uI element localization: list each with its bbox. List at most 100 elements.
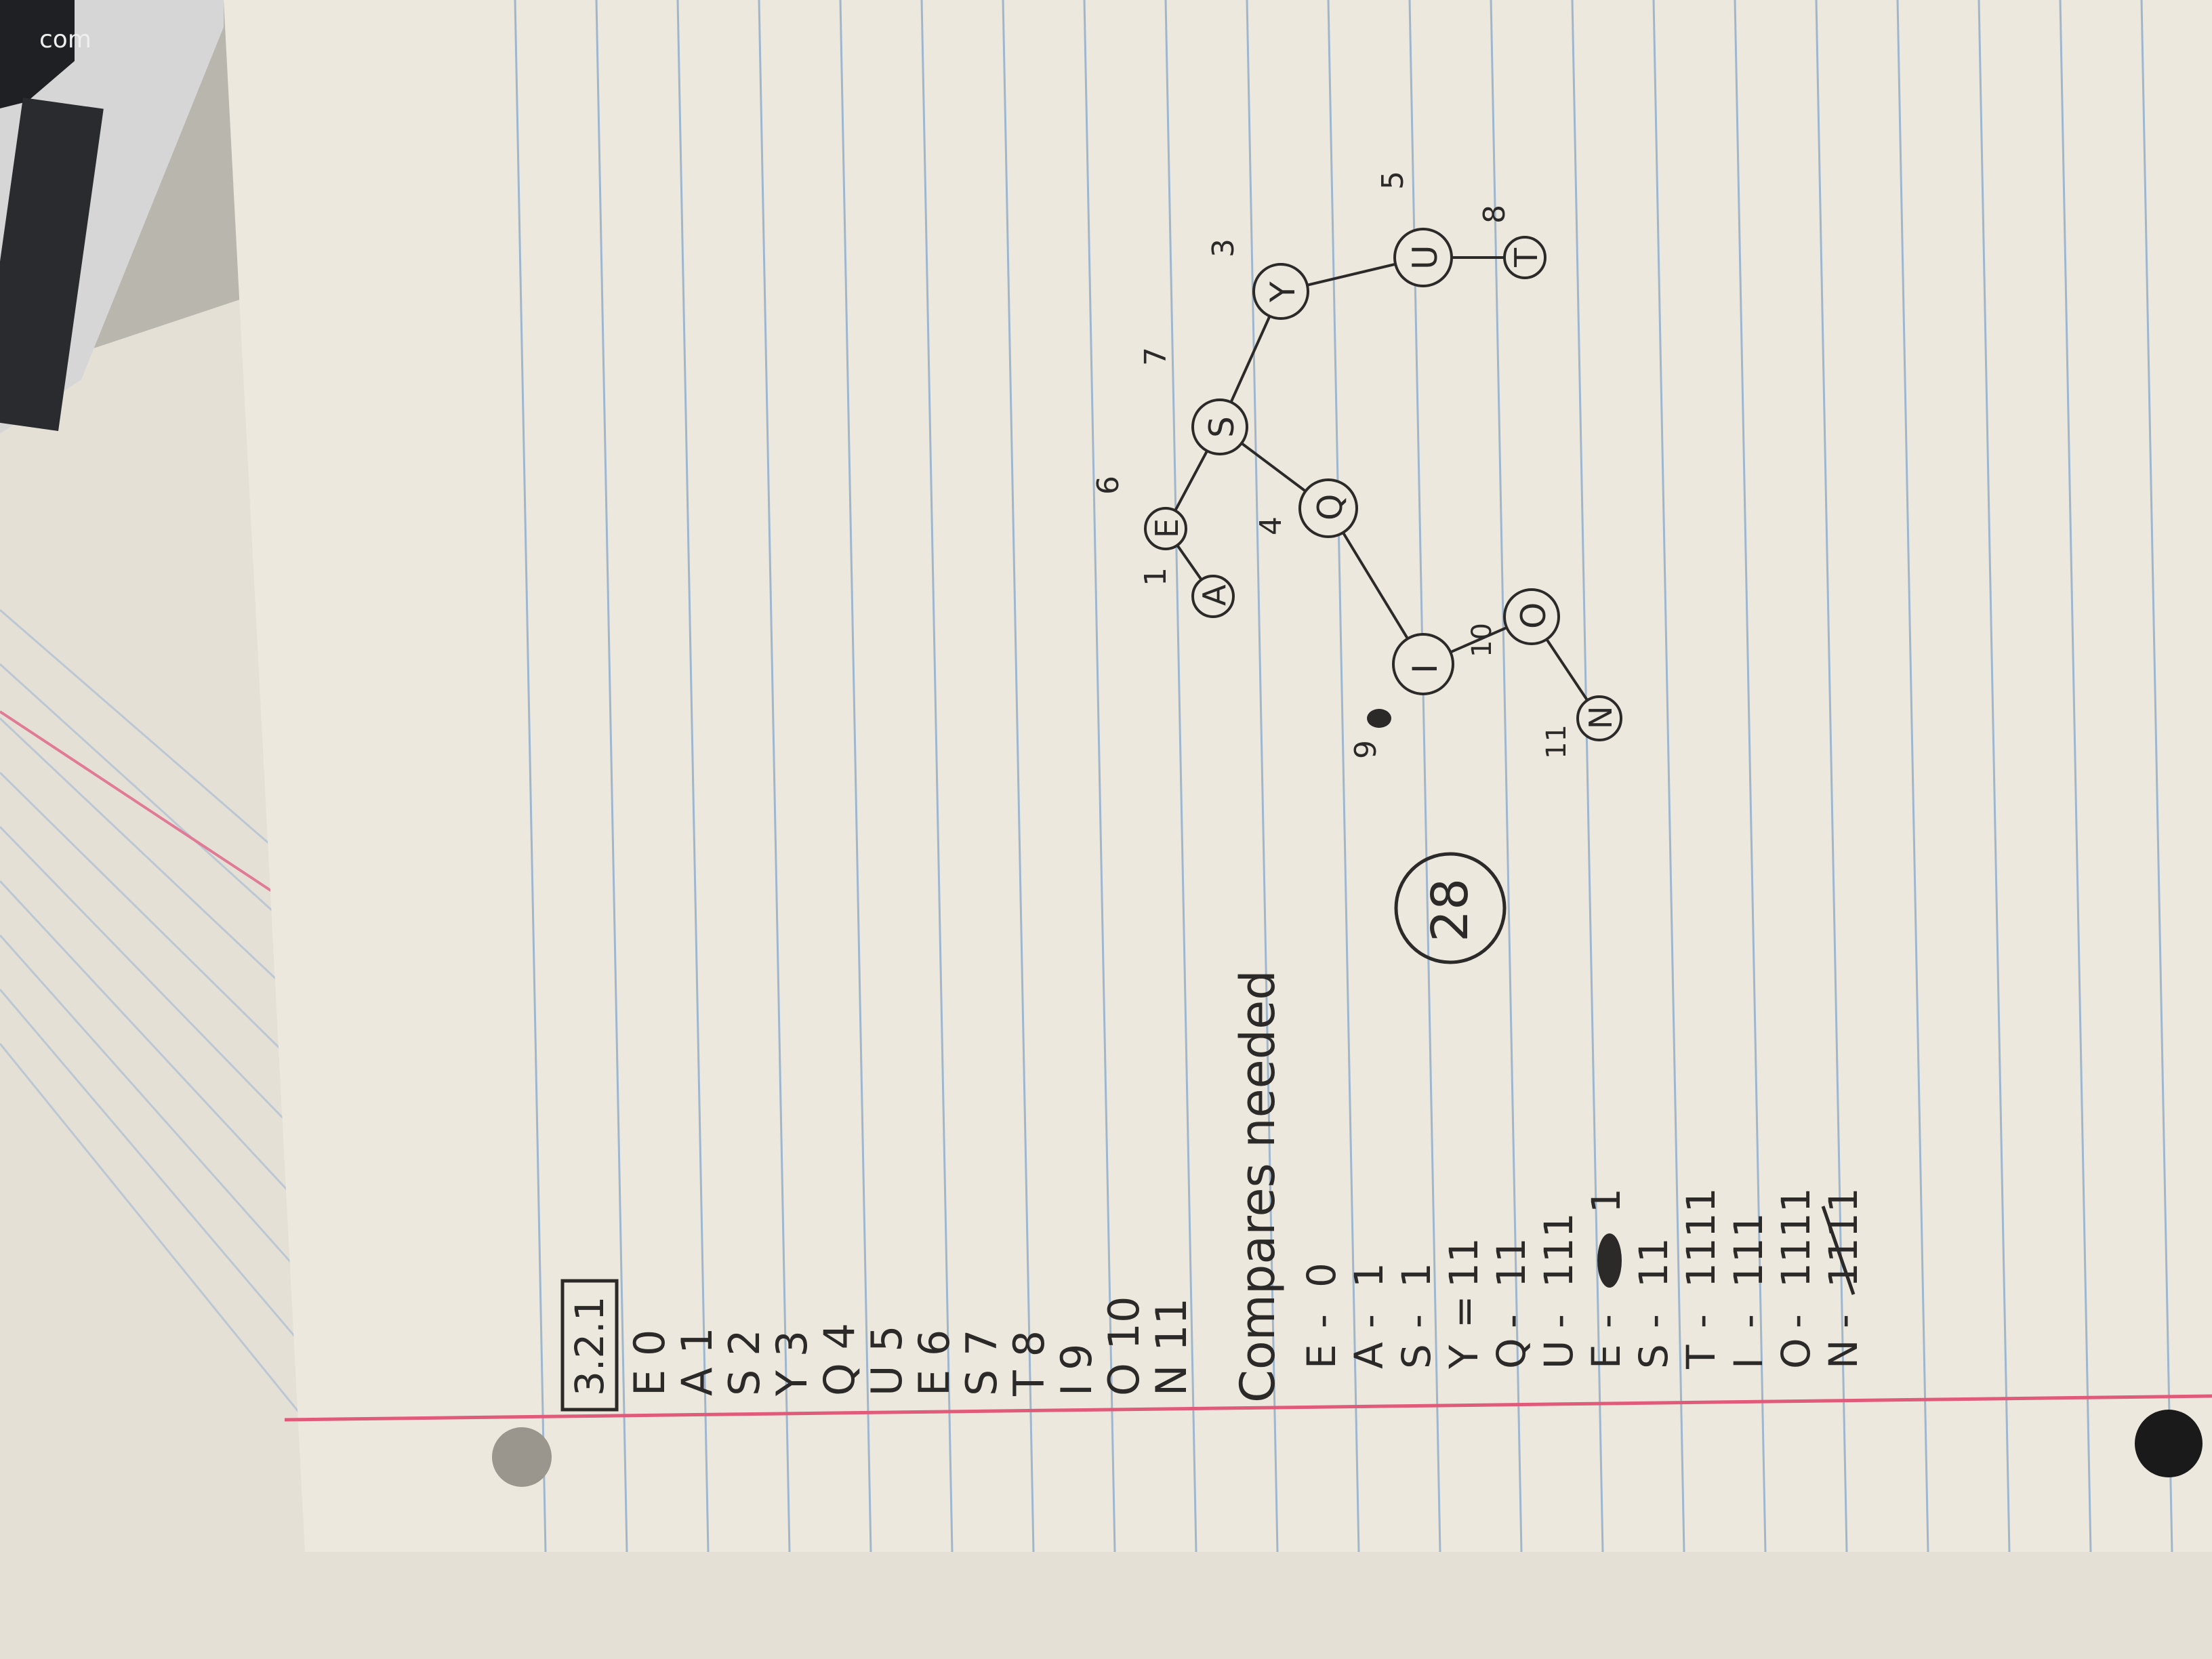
- compare-row: E - 0: [1298, 1263, 1345, 1369]
- list-item: A 1: [672, 1327, 722, 1396]
- tree-node: T 8: [1477, 205, 1547, 279]
- scribbled-out-mark: [1367, 709, 1391, 728]
- compare-tally: 1111: [1678, 1187, 1724, 1288]
- compare-key: S: [1393, 1344, 1439, 1369]
- list-item: E 0: [625, 1330, 674, 1396]
- compare-sep: -: [1725, 1314, 1771, 1328]
- heading: 3.2.1: [567, 1296, 613, 1396]
- binder-hole: [2135, 1410, 2203, 1477]
- node-label: U: [1406, 245, 1445, 270]
- page-margin-line: [284, 1394, 2212, 1422]
- total-circle: [1394, 852, 1507, 964]
- list-item: N 11: [1147, 1298, 1196, 1396]
- bst-diagram: E 6 A 1 S 7 Y 3 Q 4: [1091, 171, 1622, 759]
- compare-row: U - 111: [1536, 1212, 1582, 1369]
- compare-sep: -: [1298, 1314, 1345, 1328]
- compare-row: S - 11: [1631, 1237, 1677, 1369]
- compare-sep: -: [1631, 1314, 1677, 1328]
- compare-row: Y = 11: [1441, 1237, 1487, 1370]
- tree-node: Y 3: [1206, 239, 1309, 320]
- compare-row: N - 1111: [1820, 1187, 1866, 1369]
- tally-slash: [1821, 1206, 1856, 1295]
- compare-sep: -: [1773, 1314, 1819, 1328]
- node-label: A: [1196, 584, 1233, 606]
- list-item: T 8: [1004, 1330, 1054, 1397]
- compare-tally: 11: [1631, 1237, 1677, 1288]
- compare-key: Y: [1441, 1345, 1487, 1370]
- node-note: 6: [1091, 476, 1126, 495]
- compare-tally: 111: [1536, 1212, 1582, 1288]
- page-rule-lines: [514, 0, 2173, 1553]
- compare-tally: 11: [1488, 1237, 1534, 1288]
- compare-row: I - 111: [1725, 1212, 1771, 1369]
- compare-sep: -: [1583, 1314, 1629, 1328]
- compare-key: E: [1583, 1344, 1629, 1369]
- node-note: 7: [1139, 347, 1173, 366]
- node-label: Q: [1311, 494, 1350, 520]
- node-note: 11: [1541, 724, 1572, 759]
- tree-node: U 5: [1376, 171, 1453, 287]
- compare-key: O: [1773, 1338, 1819, 1369]
- compare-row: T - 1111: [1678, 1187, 1724, 1370]
- compare-sep: =: [1441, 1295, 1487, 1328]
- compare-tally: 1: [1346, 1263, 1392, 1288]
- compare-key: I: [1725, 1357, 1771, 1369]
- node-note: 1: [1139, 567, 1173, 586]
- tree-node: N 11: [1541, 695, 1622, 759]
- compare-sep: -: [1536, 1314, 1582, 1328]
- scribbled-out-mark: [1597, 1233, 1622, 1288]
- insertion-list: E 0 A 1 S 2 Y 3 Q 4 U 5 E 6 S 7 T 8 I 9 …: [625, 1296, 1196, 1397]
- node-label: Y: [1263, 281, 1303, 303]
- compare-tally: 11: [1441, 1237, 1487, 1288]
- compare-row: E - 1: [1583, 1188, 1629, 1369]
- node-note: 8: [1477, 205, 1512, 224]
- list-item: S 2: [720, 1329, 769, 1396]
- laptop-key-label: com: [39, 26, 91, 54]
- tree-node: A 1: [1139, 567, 1235, 618]
- compare-tally: 1: [1393, 1263, 1439, 1288]
- node-note: 4: [1254, 516, 1288, 535]
- node-note: 10: [1467, 623, 1498, 657]
- node-note: 3: [1206, 239, 1241, 258]
- compare-key: S: [1631, 1344, 1677, 1369]
- list-item: E 6: [909, 1330, 959, 1396]
- laptop-corner: com: [0, 0, 224, 434]
- node-note: 5: [1376, 171, 1410, 190]
- list-item: Y 3: [767, 1330, 817, 1397]
- compares-list: E - 0 A - 1 S - 1 Y = 11 Q - 11: [1298, 1187, 1866, 1370]
- compare-tally: 1111: [1820, 1187, 1866, 1288]
- compare-key: N: [1820, 1340, 1866, 1369]
- compare-tally: 1111: [1773, 1187, 1819, 1288]
- compare-row: Q - 11: [1488, 1237, 1534, 1369]
- node-label: I: [1406, 663, 1445, 674]
- compare-sep: -: [1678, 1314, 1724, 1328]
- compare-row: A - 1: [1346, 1263, 1392, 1369]
- compare-sep: -: [1820, 1314, 1866, 1328]
- node-label: N: [1582, 706, 1619, 729]
- compare-tally: 1: [1583, 1188, 1629, 1213]
- compare-sep: -: [1346, 1314, 1392, 1328]
- tree-node: O 10: [1467, 588, 1560, 657]
- list-item: O 10: [1099, 1296, 1149, 1396]
- compare-key: T: [1678, 1345, 1724, 1370]
- notebook-page: [224, 0, 2212, 1552]
- node-note: 9: [1349, 740, 1383, 759]
- compare-tally: 0: [1298, 1263, 1345, 1288]
- compare-key: A: [1346, 1342, 1392, 1369]
- compare-key: U: [1536, 1340, 1582, 1369]
- heading-box: [560, 1279, 619, 1412]
- list-item: Q 4: [815, 1323, 864, 1396]
- handwritten-notes: 3.2.1 E 0 A 1 S 2 Y 3 Q 4 U 5 E 6 S 7 T …: [560, 171, 1866, 1412]
- total-value: 28: [1421, 878, 1479, 942]
- node-label: O: [1514, 602, 1553, 629]
- tree-node: I 9: [1349, 633, 1454, 759]
- binder-hole: [492, 1427, 552, 1487]
- node-label: S: [1202, 416, 1242, 438]
- compare-tally: 111: [1725, 1212, 1771, 1288]
- compare-row: S - 1: [1393, 1263, 1439, 1369]
- node-label: E: [1149, 518, 1185, 538]
- tree-node: Q 4: [1254, 478, 1358, 538]
- tree-node: E 6: [1091, 476, 1187, 550]
- compare-sep: -: [1488, 1314, 1534, 1328]
